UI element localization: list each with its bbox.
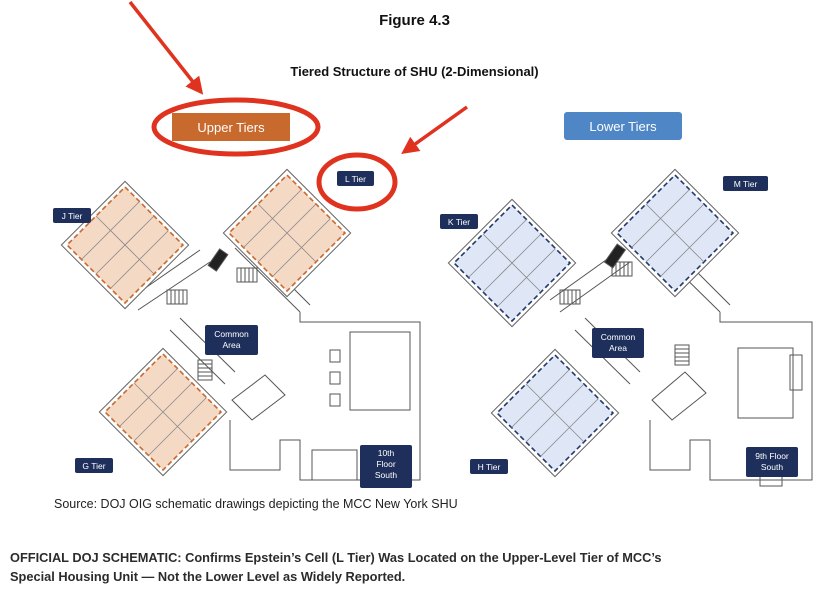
lower-common-area-box — [592, 328, 644, 358]
room-outline — [789, 354, 803, 391]
stairs-icon — [559, 261, 690, 366]
floor-10th-label-1: 10th — [378, 448, 395, 458]
h-tier-pod — [490, 348, 620, 478]
figure-title: Figure 4.3 — [379, 12, 450, 29]
caption: OFFICIAL DOJ SCHEMATIC: Confirms Epstein… — [10, 548, 815, 586]
lower-tiers-plan — [447, 168, 813, 487]
h-tier-label: H Tier — [478, 462, 501, 472]
room-outline — [329, 349, 341, 363]
elevator-block — [603, 243, 627, 269]
upper-tiers-badge: Upper Tiers — [172, 113, 290, 141]
k-tier-label: K Tier — [448, 217, 470, 227]
floor-9th-label-1: 9th Floor — [755, 451, 789, 461]
building-outline — [229, 312, 421, 481]
lower-tiers-badge: Lower Tiers — [564, 112, 682, 140]
floor-9th-box — [746, 447, 798, 477]
room-outline — [349, 331, 411, 411]
m-tier-pod — [610, 168, 740, 298]
figure-subtitle: Tiered Structure of SHU (2-Dimensional) — [290, 64, 539, 79]
stairs-icon — [166, 267, 258, 381]
k-tier-label-box — [440, 214, 478, 229]
k-tier-pod — [447, 198, 577, 328]
room-outline — [231, 374, 286, 421]
l-tier-pod — [222, 168, 352, 298]
h-tier-label-box — [470, 459, 508, 474]
l-tier-label-box — [337, 171, 374, 186]
caption-line-1: OFFICIAL DOJ SCHEMATIC: Confirms Epstein… — [10, 550, 662, 565]
upper-tiers-plan — [60, 168, 421, 481]
upper-common-label-1: Common — [214, 329, 249, 339]
arrow-annotation — [401, 105, 469, 155]
upper-common-area-box — [205, 325, 258, 355]
caption-line-2: Special Housing Unit — Not the Lower Lev… — [10, 569, 406, 584]
svg-text:Lower Tiers: Lower Tiers — [589, 119, 657, 134]
building-outline — [649, 312, 813, 481]
lower-common-label-2: Area — [609, 343, 627, 353]
room-outline — [329, 393, 341, 407]
j-tier-pod — [60, 180, 190, 310]
upper-common-label-2: Area — [223, 340, 241, 350]
g-tier-label: G Tier — [82, 461, 105, 471]
room-outline — [651, 371, 707, 421]
floor-9th-label-2: South — [761, 462, 783, 472]
g-tier-label-box — [75, 458, 113, 473]
room-outline — [311, 449, 358, 481]
source-note: Source: DOJ OIG schematic drawings depic… — [54, 497, 458, 511]
shu-schematic: Upper Tiers Lower Tiers J Tier L Tier G … — [53, 0, 813, 488]
room-outline — [737, 347, 794, 419]
m-tier-label-box — [723, 176, 768, 191]
l-tier-label: L Tier — [345, 174, 366, 184]
j-tier-label: J Tier — [62, 211, 83, 221]
m-tier-label: M Tier — [734, 179, 758, 189]
g-tier-pod — [98, 347, 228, 477]
room-outline — [329, 371, 341, 385]
elevator-block — [207, 248, 229, 272]
lower-common-label-1: Common — [601, 332, 636, 342]
upper-tiers-circle-annotation — [151, 97, 321, 157]
floor-10th-box — [360, 445, 412, 488]
l-tier-circle-annotation — [316, 152, 398, 212]
svg-text:Upper Tiers: Upper Tiers — [197, 120, 265, 135]
arrow-annotation — [128, 0, 204, 95]
floor-10th-label-2: Floor — [376, 459, 396, 469]
floor-10th-label-3: South — [375, 470, 397, 480]
j-tier-label-box — [53, 208, 91, 223]
